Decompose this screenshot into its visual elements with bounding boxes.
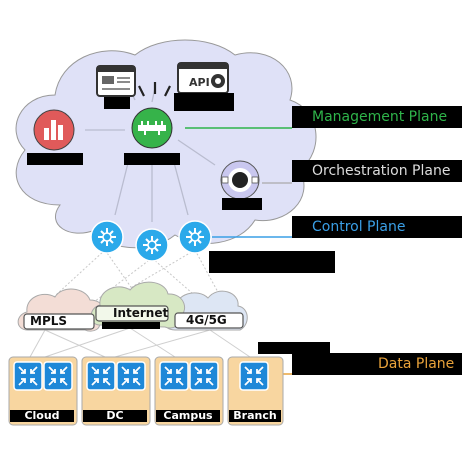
analytics-label-redacted: [27, 153, 83, 165]
signal-marks: [138, 82, 171, 97]
data-plane-text: Data Plane: [378, 356, 455, 372]
dashboard-label-redacted: [104, 97, 130, 109]
controller-icon-3: [178, 220, 212, 254]
edge-router-icon: [86, 361, 116, 391]
api-window-icon: [177, 62, 229, 94]
mpls-label: MPLS: [30, 314, 68, 328]
site-label-dc: DC: [83, 410, 147, 422]
data-plane-caption-redacted: [258, 342, 330, 354]
orchestrator-label-redacted: [222, 198, 262, 210]
site-links: [29, 327, 251, 358]
lte-label: 4G/5G: [186, 313, 227, 327]
internet-label: Internet: [113, 306, 169, 320]
dashboard-screen-icon: [96, 65, 136, 97]
data-plane-label: Data Plane: [292, 353, 462, 375]
management-plane-text: Management Plane: [312, 109, 448, 125]
edge-router-icon: [43, 361, 73, 391]
control-plane-label: Control Plane: [292, 216, 462, 238]
control-plane-text: Control Plane: [312, 219, 406, 235]
controller-icon-2: [135, 228, 169, 262]
edge-router-icon: [159, 361, 189, 391]
site-label-branch: Branch: [229, 410, 281, 422]
controller-label-redacted: [209, 251, 335, 273]
mpls-tag: [23, 313, 95, 330]
edge-routers: [13, 361, 269, 391]
site-label-campus: Campus: [156, 410, 220, 422]
edge-router-icon: [239, 361, 269, 391]
edge-router-icon: [116, 361, 146, 391]
api-label: API: [189, 76, 210, 89]
api-caption-redacted: [174, 93, 234, 111]
site-label-cloud: Cloud: [10, 410, 74, 422]
manager-label-redacted: [124, 153, 180, 165]
management-plane-label: Management Plane: [292, 106, 462, 128]
internet-sub-redacted: [102, 322, 160, 329]
edge-router-icon: [189, 361, 219, 391]
orchestrator-icon: [220, 160, 260, 200]
analytics-icon: [33, 109, 75, 151]
internet-tag: [95, 305, 169, 322]
manager-icon: [131, 107, 173, 149]
orchestration-plane-label: Orchestration Plane: [292, 160, 462, 182]
controller-icon-1: [90, 220, 124, 254]
orchestration-plane-text: Orchestration Plane: [312, 163, 451, 179]
edge-router-icon: [13, 361, 43, 391]
lte-tag: [174, 312, 244, 329]
